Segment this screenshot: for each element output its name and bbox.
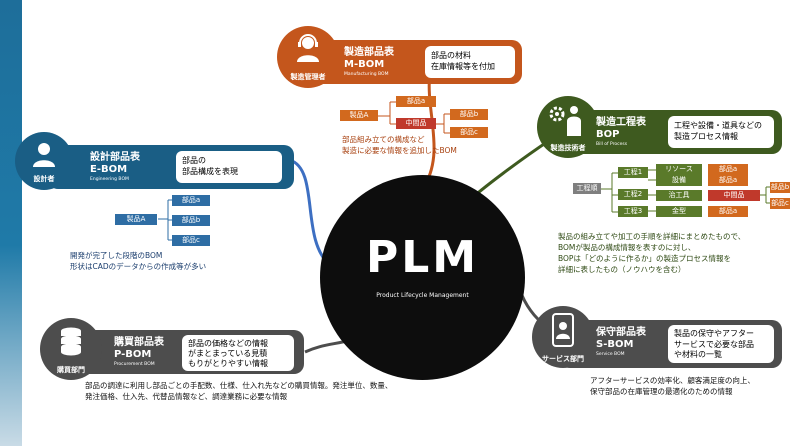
bop-desc-line1: 工程や設備・道具などの <box>674 121 762 130</box>
plm-circle <box>320 175 525 380</box>
ebom-desc-line2: 部品構成を表現 <box>182 167 238 176</box>
mbom-note-line2: 製造に必要な情報を追加したBOM <box>342 146 457 155</box>
coins-icon <box>55 325 87 357</box>
sbom-note-line2: 保守部品の在庫管理の最適化のための情報 <box>590 387 733 396</box>
bop-note: 製品の組み立てや加工の手順を詳細にまとめたもので、 BOMが製品の構成情報を表す… <box>558 231 745 275</box>
plm-subtitle: Product Lifecycle Management <box>376 292 469 299</box>
bop-title-abbr: BOP <box>596 129 620 140</box>
ebom-tree-root: 製品A <box>115 214 157 225</box>
ebom-title-en: Engineering BOM <box>90 177 129 182</box>
sbom-note-line1: アフターサービスの効率化、顧客満足度の向上、 <box>590 376 755 385</box>
bop-step: 工程1 <box>618 167 648 178</box>
mbom-title-en: Manufacturing BOM <box>344 72 389 77</box>
mbom-tree-leaf: 部品b <box>450 109 488 120</box>
smartphone-support-icon <box>550 313 576 347</box>
bop-step: 工程2 <box>618 189 648 200</box>
pbom-title-jp: 購買部品表 <box>114 337 164 348</box>
pbom-role-label: 購買部門 <box>57 366 85 374</box>
ebom-tree-child: 部品a <box>172 195 210 206</box>
designer-person-icon <box>30 140 58 168</box>
ebom-note-line1: 開発が完了した段階のBOM <box>70 251 163 260</box>
bop-step: 工程3 <box>618 206 648 217</box>
mbom-desc-line2: 在庫情報等を付加 <box>431 62 495 71</box>
sbom-desc-box: 製品の保守やアフター サービスで必要な部品 や材料の一覧 <box>668 325 774 363</box>
bop-part: 部品a <box>708 164 748 175</box>
ebom-role-label: 設計者 <box>33 175 55 183</box>
bop-note-line3: BOPは「どのように作るか」の製造プロセス情報を <box>558 254 731 263</box>
ebom-desc-box: 部品の 部品構成を表現 <box>176 151 282 183</box>
pbom-desc-line3: もりがとりやすい情報 <box>188 359 268 368</box>
bop-note-line2: BOMが製品の構成情報を表すのに対し、 <box>558 243 696 252</box>
bop-part: 部品a <box>708 206 748 217</box>
bop-note-line4: 詳細に表したもの（ノウハウを含む） <box>558 265 686 274</box>
left-accent-stripe <box>0 0 22 446</box>
pbom-title-abbr: P-BOM <box>114 349 152 360</box>
pbom-title-en: Procurement BOM <box>114 362 155 367</box>
ebom-tree-child: 部品b <box>172 215 210 226</box>
bop-desc-box: 工程や設備・道具などの 製造プロセス情報 <box>668 116 774 148</box>
sbom-desc-line2: サービスで必要な部品 <box>674 339 754 349</box>
bop-title-jp: 製造工程表 <box>596 117 646 128</box>
sbom-desc-line3: や材料の一覧 <box>674 350 722 359</box>
ebom-title-abbr: E-BOM <box>90 164 128 175</box>
bop-role-label: 製造技術者 <box>550 144 586 152</box>
ebom-note-line2: 形状はCADのデータからの作成等が多い <box>70 262 207 271</box>
pbom-note-line1: 部品の調達に利用し部品ごとの手配数、仕様、仕入れ先などの購買情報。発注単位、数量… <box>85 381 393 390</box>
bop-part: 部品a <box>708 175 748 186</box>
bop-leaf: 部品c <box>770 198 790 209</box>
pbom-desc-line1: 部品の価格などの情報 <box>188 339 268 348</box>
mbom-title-jp: 製造部品表 <box>344 47 394 58</box>
bop-resource: リソース <box>656 164 702 175</box>
mbom-connector <box>423 71 436 186</box>
engineer-gear-icon <box>548 103 588 137</box>
bop-title-en: Bill of Process <box>596 142 628 147</box>
pbom-desc-box: 部品の価格などの情報 がまとまっている見積 もりがとりやすい情報 <box>182 335 294 371</box>
pbom-desc-line2: がまとまっている見積 <box>188 349 268 358</box>
bop-note-line1: 製品の組み立てや加工の手順を詳細にまとめたもので、 <box>558 232 746 241</box>
bop-desc-line2: 製造プロセス情報 <box>674 132 738 141</box>
mbom-tree-mid: 部品a <box>396 96 436 107</box>
bop-leaf: 部品b <box>770 182 790 193</box>
sbom-note: アフターサービスの効率化、顧客満足度の向上、 保守部品の在庫管理の最適化のための… <box>590 375 755 397</box>
sbom-title-abbr: S-BOM <box>596 339 634 350</box>
mbom-tree-mid: 中間品 <box>396 118 436 129</box>
bop-resource: 金型 <box>656 206 702 217</box>
mbom-title-abbr: M-BOM <box>344 59 385 70</box>
pbom-note-line2: 発注価格、仕入先、代替品情報など、調達業務に必要な情報 <box>85 392 288 401</box>
sbom-title-en: Service BOM <box>596 352 625 357</box>
bop-flow-root: 工程順 <box>573 183 601 194</box>
mbom-note: 部品組み立ての構成など 製造に必要な情報を追加したBOM <box>342 134 457 156</box>
sbom-title-jp: 保守部品表 <box>596 327 646 338</box>
mbom-desc-box: 部品の材料 在庫情報等を付加 <box>425 46 515 78</box>
manager-headset-icon <box>293 33 323 63</box>
mbom-tree-root: 製品A <box>340 110 378 121</box>
pbom-note: 部品の調達に利用し部品ごとの手配数、仕様、仕入れ先などの購買情報。発注単位、数量… <box>85 380 392 402</box>
ebom-title-jp: 設計部品表 <box>90 152 140 163</box>
bop-part: 中間品 <box>708 190 760 201</box>
mbom-note-line1: 部品組み立ての構成など <box>342 135 425 144</box>
bop-resource: 設備 <box>656 175 702 186</box>
ebom-desc-line1: 部品の <box>182 156 206 165</box>
mbom-role-label: 製造管理者 <box>290 73 326 81</box>
sbom-desc-line1: 製品の保守やアフター <box>674 329 754 338</box>
sbom-role-label: サービス部門 <box>542 355 584 363</box>
ebom-tree-child: 部品c <box>172 235 210 246</box>
mbom-tree-leaf: 部品c <box>450 127 488 138</box>
plm-title: PLM <box>365 232 480 283</box>
bop-resource: 治工具 <box>656 190 702 201</box>
ebom-note: 開発が完了した段階のBOM 形状はCADのデータからの作成等が多い <box>70 250 206 272</box>
mbom-desc-line1: 部品の材料 <box>431 51 471 60</box>
